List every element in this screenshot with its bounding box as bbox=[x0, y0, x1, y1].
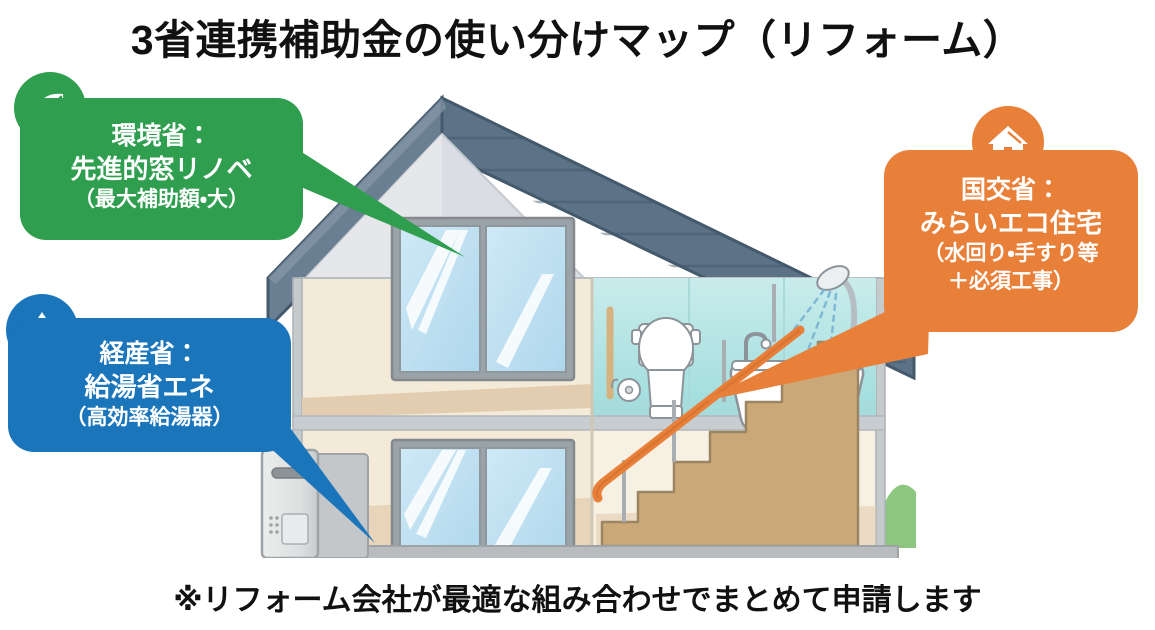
orange-program-label: みらいエコ住宅 bbox=[919, 207, 1102, 238]
green-callout-pointer bbox=[255, 122, 465, 257]
toilet-paper-holder bbox=[611, 378, 641, 402]
footnote-text: ※リフォーム会社が最適な組み合わせでまとめて申請します bbox=[173, 584, 982, 617]
blue-detail-label: （高効率給湯器） bbox=[65, 406, 234, 430]
toilet bbox=[631, 317, 701, 419]
upper-window bbox=[390, 216, 576, 382]
staircase bbox=[592, 284, 860, 548]
handrail bbox=[592, 325, 805, 503]
callout-land-ministry[interactable]: 国交省： みらいエコ住宅 （水回り・手すり等 ＋必須工事） bbox=[884, 106, 1138, 332]
green-bubble: 環境省： 先進的窓リノベ （最大補助額・大） bbox=[20, 98, 303, 240]
callout-economy-ministry[interactable]: 経産省： 給湯省エネ （高効率給湯器） bbox=[6, 294, 291, 452]
blue-callout-pointer bbox=[245, 425, 375, 543]
page-title: 3省連携補助金の使い分けマップ（リフォーム） bbox=[130, 17, 1025, 63]
callout-environment-ministry[interactable]: 環境省： 先進的窓リノベ （最大補助額・大） bbox=[14, 72, 303, 240]
orange-detail2-label: ＋必須工事） bbox=[948, 269, 1074, 293]
orange-ministry-label: 国交省： bbox=[960, 176, 1061, 204]
green-detail-label: （最大補助額・大） bbox=[73, 188, 250, 212]
orange-detail-label: （水回り・手すり等 bbox=[923, 242, 1099, 266]
green-program-label: 先進的窓リノベ bbox=[70, 153, 253, 184]
blue-bubble: 経産省： 給湯省エネ （高効率給湯器） bbox=[8, 318, 291, 452]
orange-callout-pointer bbox=[700, 290, 930, 402]
blue-ministry-label: 経産省： bbox=[99, 340, 200, 368]
blue-program-label: 給湯省エネ bbox=[84, 371, 215, 402]
green-ministry-label: 環境省： bbox=[111, 122, 212, 150]
orange-bubble: 国交省： みらいエコ住宅 （水回り・手すり等 ＋必須工事） bbox=[884, 150, 1138, 332]
lower-window bbox=[390, 438, 576, 578]
